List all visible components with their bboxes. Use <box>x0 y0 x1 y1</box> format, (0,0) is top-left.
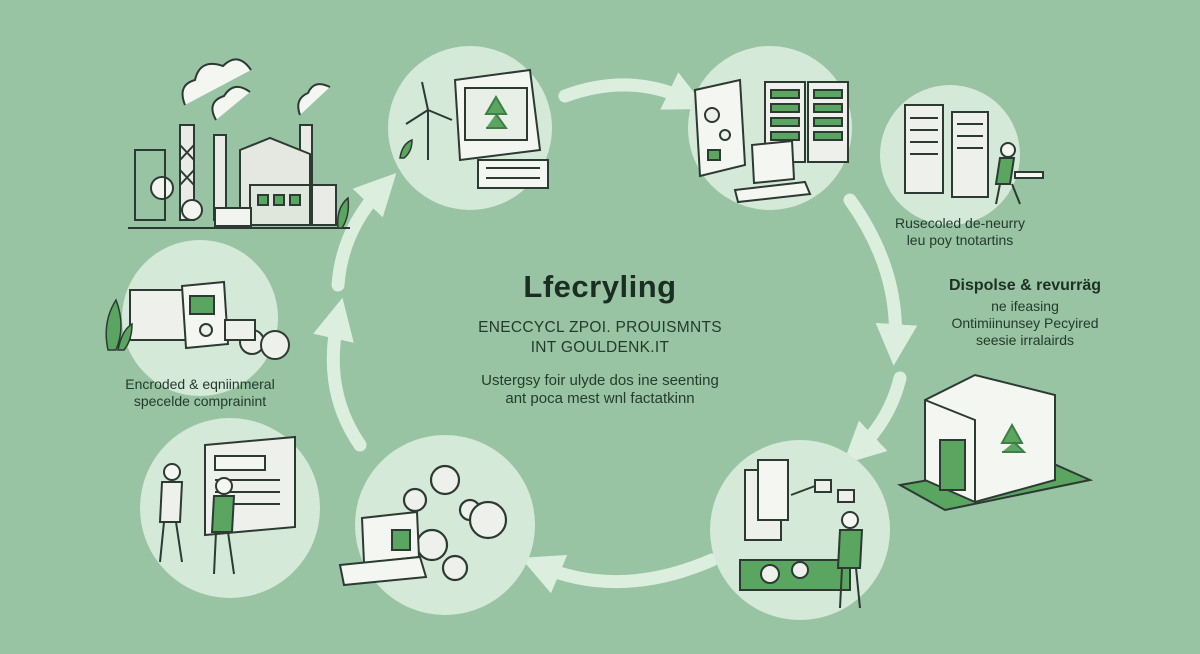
recycle-icon <box>453 68 549 189</box>
label-left-line2: specelde comprainint <box>133 393 267 409</box>
diagram-desc-line1: Ustergsy foir ulyde dos ine seenting <box>481 372 719 389</box>
diagram-subtitle-line2: INT GOULDENK.IT <box>530 339 670 356</box>
recycling-station-icon <box>897 373 1094 512</box>
arrow-left-lower <box>313 297 367 452</box>
diagram-subtitle-line1: ENECCYCL ZPOI. PROUISMNTS <box>478 319 722 336</box>
cycle-arrows <box>313 72 918 594</box>
person-icon <box>158 463 236 575</box>
plant-icon <box>336 196 350 229</box>
arrow-right-lower <box>842 371 907 465</box>
label-left-line1: Encroded & eqniinmeral <box>125 376 275 392</box>
laptop-icon <box>338 510 428 587</box>
person-icon <box>836 511 864 609</box>
laptop-icon <box>733 139 812 204</box>
gear-icon <box>129 280 290 360</box>
label-right-top-line2: leu poy tnotartins <box>906 232 1014 248</box>
person-icon <box>994 142 1044 205</box>
server-rack-icon <box>739 459 855 591</box>
factory-icon <box>128 58 350 229</box>
arrow-left-upper <box>331 172 397 292</box>
arrow-top <box>558 72 707 110</box>
arrow-bottom <box>520 553 719 594</box>
arrow-right-upper <box>843 193 918 366</box>
label-right-mid-heading: Dispolse & revurräg <box>948 277 1102 294</box>
diagram-title: Lfecryling <box>523 269 677 304</box>
label-right-mid-line2: Ontimiinunsey Pecyired <box>951 315 1099 331</box>
plant-icon <box>105 298 133 351</box>
label-right-mid-line3: seesie irralairds <box>975 332 1075 348</box>
plant-icon <box>399 138 413 159</box>
server-rack-icon <box>904 104 989 198</box>
node-it-circle <box>880 85 1020 225</box>
wind-turbine-icon <box>405 81 453 160</box>
label-right-mid-line1: ne ifeasing <box>991 298 1059 314</box>
diagram-desc-line2: ant poca mest wnl factatkinn <box>505 390 695 407</box>
label-right-top-line1: Rusecoled de-neurry <box>895 215 1025 231</box>
